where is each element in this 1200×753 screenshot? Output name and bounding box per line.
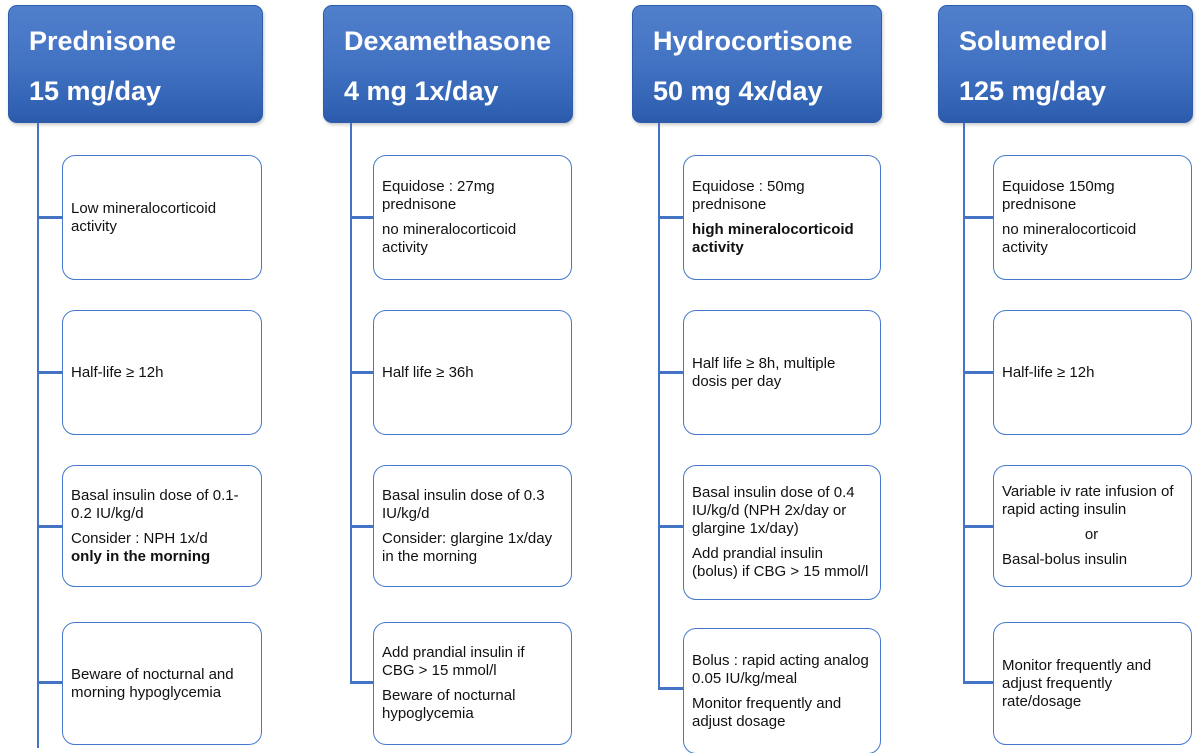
box-paragraph: Basal insulin dose of 0.1-0.2 IU/kg/d <box>71 486 239 522</box>
drug-name: Hydrocortisone <box>653 26 853 56</box>
connector-line <box>37 123 39 748</box>
drug-dose: 125 mg/day <box>959 76 1107 106</box>
connector-stub <box>350 371 373 374</box>
solumedrol-box-2: Half-life ≥ 12h <box>993 310 1192 435</box>
connector-stub <box>37 216 62 219</box>
box-paragraph: Basal-bolus insulin <box>1002 551 1128 568</box>
connector-stub <box>350 216 373 219</box>
prednisone-header: Prednisone 15 mg/day <box>8 5 263 123</box>
dexamethasone-box-2: Half life ≥ 36h <box>373 310 572 435</box>
connector-stub <box>963 681 993 684</box>
prednisone-box-4: Beware of nocturnal and morning hypoglyc… <box>62 622 262 745</box>
box-paragraph: Bolus : rapid acting analog 0.05 IU/kg/m… <box>692 651 869 687</box>
box-paragraph: Beware of nocturnal and morning hypoglyc… <box>71 665 234 701</box>
box-paragraph: Monitor frequently and adjust frequently… <box>1002 656 1152 710</box>
connector-stub <box>350 681 373 684</box>
prednisone-box-2: Half-life ≥ 12h <box>62 310 262 435</box>
connector-line <box>350 123 352 684</box>
drug-name: Solumedrol <box>959 26 1108 56</box>
connector-stub <box>658 525 683 528</box>
connector-stub <box>963 216 993 219</box>
solumedrol-header: Solumedrol 125 mg/day <box>938 5 1193 123</box>
box-paragraph: Add prandial insulin (bolus) if CBG > 15… <box>692 545 869 580</box>
connector-stub <box>658 371 683 374</box>
box-paragraph: Equidose : 50mg prednisone <box>692 178 805 213</box>
box-paragraph: or <box>1084 526 1099 543</box>
dexamethasone-header: Dexamethasone 4 mg 1x/day <box>323 5 573 123</box>
box-paragraph: Equidose 150mg prednisone <box>1002 178 1115 213</box>
connector-stub <box>658 687 683 690</box>
hydrocortisone-box-1: Equidose : 50mg prednisone high mineraloc… <box>683 155 881 280</box>
column-hydrocortisone: Hydrocortisone 50 mg 4x/day Equidose : 5… <box>632 5 882 753</box>
column-solumedrol: Solumedrol 125 mg/day Equidose 150mg pre… <box>938 5 1193 753</box>
drug-name: Prednisone <box>29 26 177 56</box>
connector-stub <box>37 525 62 528</box>
box-paragraph: Equidose : 27mg prednisone <box>382 178 495 213</box>
connector-stub <box>37 371 62 374</box>
box-paragraph: Half-life ≥ 12h <box>71 363 164 381</box>
connector-stub <box>350 525 373 528</box>
box-paragraph: only in the morning <box>71 547 211 565</box>
box-paragraph: Variable iv rate infusion of rapid actin… <box>1002 483 1174 518</box>
column-dexamethasone: Dexamethasone 4 mg 1x/day Equidose : 27m… <box>323 5 573 753</box>
connector-line <box>658 123 660 690</box>
connector-stub <box>658 216 683 219</box>
box-paragraph: Monitor frequently and adjust dosage <box>692 694 842 730</box>
drug-dose: 15 mg/day <box>29 76 162 106</box>
drug-dose: 50 mg 4x/day <box>653 76 823 106</box>
hydrocortisone-box-2: Half life ≥ 8h, multiple dosis per day <box>683 310 881 435</box>
connector-stub <box>963 371 993 374</box>
box-paragraph: Low mineralocorticoid activity <box>71 199 217 235</box>
hydrocortisone-box-3: Basal insulin dose of 0.4 IU/kg/d (NPH 2… <box>683 465 881 600</box>
dexamethasone-box-1: Equidose : 27mg prednisone no mineralocor… <box>373 155 572 280</box>
box-paragraph: no mineralocorticoid activity <box>1002 221 1137 256</box>
box-paragraph: Add prandial insulin if CBG > 15 mmol/l <box>382 644 525 679</box>
drug-dose: 4 mg 1x/day <box>344 76 499 106</box>
box-paragraph: Half-life ≥ 12h <box>1002 363 1095 381</box>
hydrocortisone-box-4: Bolus : rapid acting analog 0.05 IU/kg/m… <box>683 628 881 753</box>
prednisone-box-1: Low mineralocorticoid activity <box>62 155 262 280</box>
hydrocortisone-header: Hydrocortisone 50 mg 4x/day <box>632 5 882 123</box>
column-prednisone: Prednisone 15 mg/day Low mineralocortico… <box>8 5 263 753</box>
box-paragraph: no mineralocorticoid activity <box>382 221 517 256</box>
box-paragraph: Basal insulin dose of 0.3 IU/kg/d <box>382 486 545 522</box>
connector-stub <box>37 681 62 684</box>
solumedrol-box-4: Monitor frequently and adjust frequently… <box>993 622 1192 745</box>
solumedrol-box-3: Variable iv rate infusion of rapid actin… <box>993 465 1192 587</box>
connector-stub <box>963 525 993 528</box>
box-paragraph: Half life ≥ 8h, multiple dosis per day <box>692 354 836 390</box>
box-paragraph: high mineralocorticoid activity <box>692 221 854 256</box>
box-paragraph: Beware of nocturnal hypoglycemia <box>382 687 516 722</box>
box-paragraph: Basal insulin dose of 0.4 IU/kg/d (NPH 2… <box>692 484 855 537</box>
box-paragraph: Consider: glargine 1x/day in the morning <box>382 529 553 565</box>
box-paragraph: Half life ≥ 36h <box>382 363 474 381</box>
drug-name: Dexamethasone <box>344 26 552 56</box>
solumedrol-box-1: Equidose 150mg prednisone no mineralocort… <box>993 155 1192 280</box>
connector-line <box>963 123 965 684</box>
box-paragraph: Consider : NPH 1x/d <box>71 529 208 547</box>
